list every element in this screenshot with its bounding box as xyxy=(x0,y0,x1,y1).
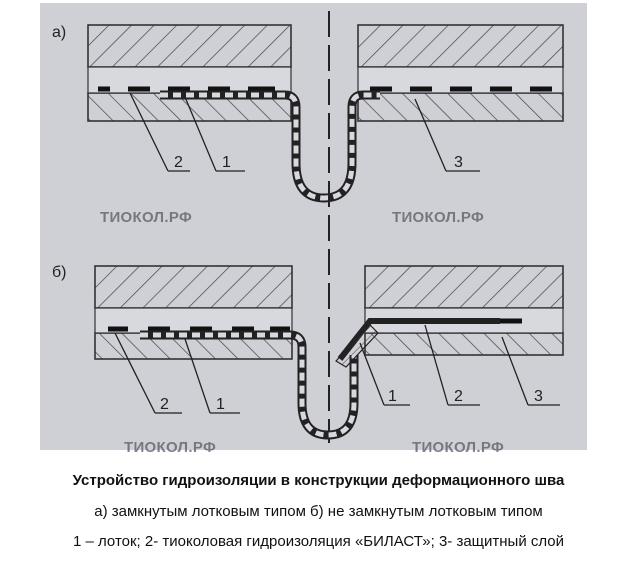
panel-a-label: а) xyxy=(52,24,66,41)
panel-b-label: б) xyxy=(52,264,67,281)
trough-a-inner xyxy=(160,92,380,201)
watermark: ТИОКОЛ.РФ xyxy=(412,439,505,456)
callout-a-3: 3 xyxy=(454,154,463,171)
callout-b-1-left: 1 xyxy=(216,396,225,413)
slab-a-left-top xyxy=(87,24,292,68)
callout-b-2-left: 2 xyxy=(160,396,169,413)
slab-b-left-top xyxy=(94,265,293,309)
caption-legend: 1 – лоток; 2- тиоколовая гидроизоляция «… xyxy=(72,533,565,550)
layer-a-right xyxy=(357,66,564,94)
slab-b-right-top xyxy=(364,265,564,309)
slab-a-right-bottom xyxy=(357,92,564,122)
joint-diagram: а) xyxy=(40,3,587,456)
callout-lines-b xyxy=(114,324,560,414)
caption-title: Устройство гидроизоляции в конструкции д… xyxy=(72,472,565,489)
diagram-drawing: а) xyxy=(52,11,564,443)
callout-b-3: 3 xyxy=(534,388,543,405)
watermark: ТИОКОЛ.РФ xyxy=(100,209,193,226)
callout-lines-a xyxy=(129,92,480,172)
callout-b-2-right: 2 xyxy=(454,388,463,405)
callout-a-1: 1 xyxy=(222,154,231,171)
slab-a-right-top xyxy=(357,24,564,68)
callout-b-1-right: 1 xyxy=(388,388,397,405)
slab-b-right-bottom xyxy=(364,332,564,356)
tongue-b-hatch xyxy=(335,324,379,368)
callout-a-2: 2 xyxy=(174,154,183,171)
watermark: ТИОКОЛ.РФ xyxy=(392,209,485,226)
watermark: ТИОКОЛ.РФ xyxy=(124,439,217,456)
trough-b-inner xyxy=(140,332,357,438)
caption-variants: а) замкнутым лотковым типом б) не замкну… xyxy=(94,503,543,520)
